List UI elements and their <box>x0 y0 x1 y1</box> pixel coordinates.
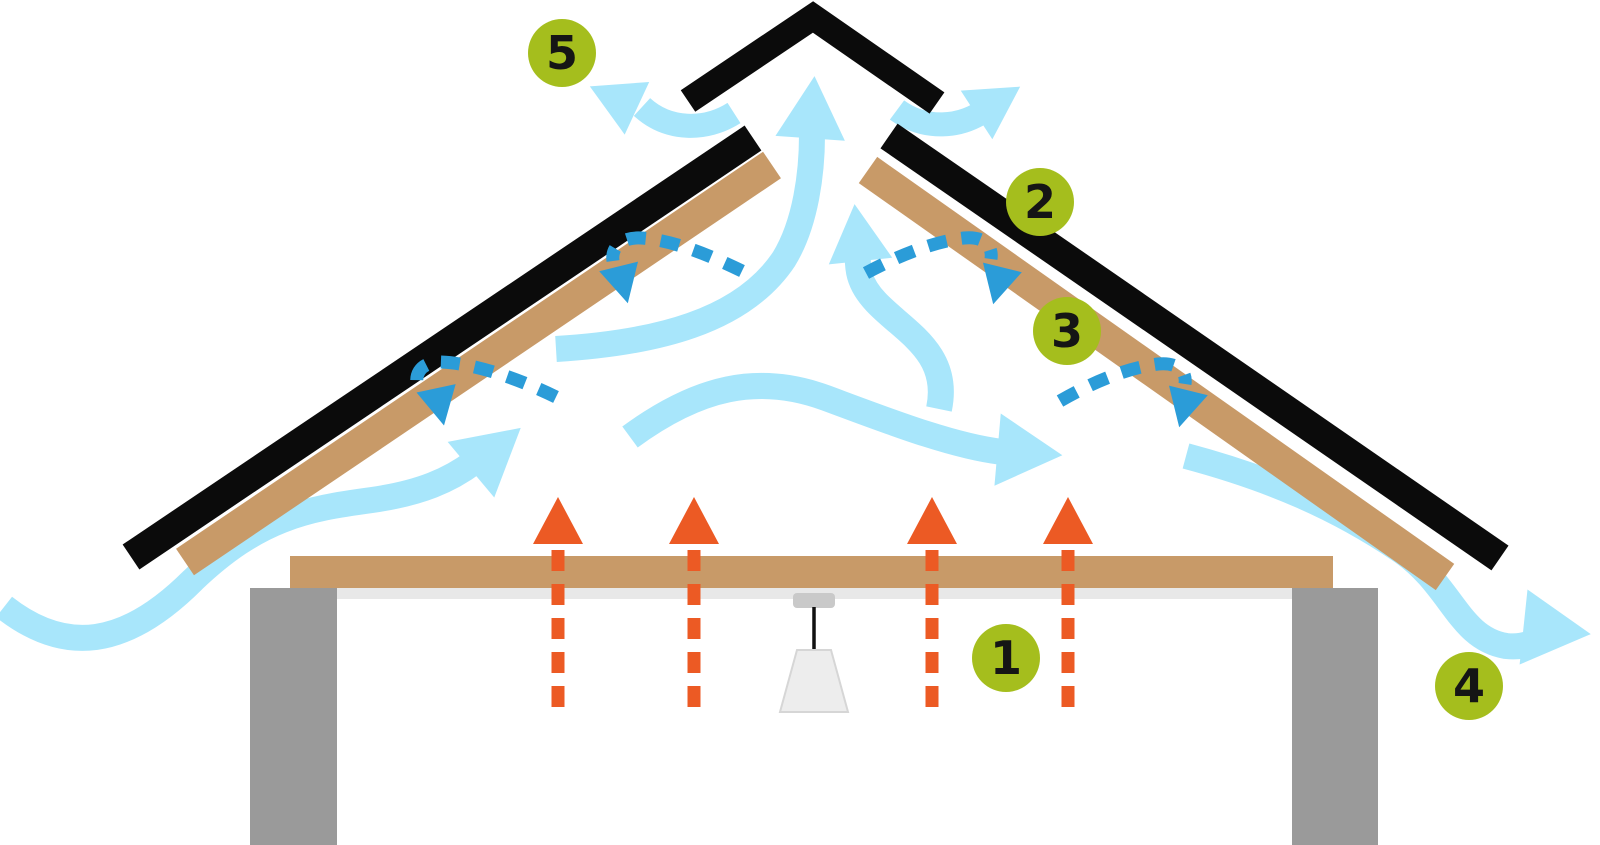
ridge-updraft-arrowhead <box>775 76 845 141</box>
condensation-arrows <box>410 231 1208 428</box>
heat-leak-arrow <box>1043 497 1093 714</box>
badge-3: 3 <box>1033 297 1101 365</box>
condensation-arrow-right-upper <box>862 231 1022 305</box>
ridge-exit-left-arrow <box>633 97 741 138</box>
badge-5: 5 <box>528 19 596 87</box>
attic-updraft-arrow <box>844 249 954 412</box>
badge-4: 4 <box>1435 652 1503 720</box>
condensation-arrow-left-upper <box>599 231 745 304</box>
heat-leak-arrow <box>533 497 583 710</box>
heat-leak-arrow <box>669 497 719 710</box>
heat-leak-arrow <box>907 497 957 714</box>
wall-right <box>1292 588 1378 845</box>
ridge-cap <box>680 1 945 114</box>
badge-1: 1 <box>972 624 1040 692</box>
ridge-exit-right-arrowhead <box>960 86 1021 140</box>
attic-floor-joist <box>290 556 1333 588</box>
lamp-shade <box>778 649 850 713</box>
eave-exit-arrowhead <box>1519 589 1591 665</box>
ridge-updraft-arrow <box>555 134 825 362</box>
attic-crossflow-arrowhead <box>994 413 1063 486</box>
condensation-arrow-left-lower <box>410 355 559 426</box>
ceiling-lamp <box>778 593 850 713</box>
lamp-mount <box>793 593 835 608</box>
attic-updraft-arrowhead <box>828 204 893 265</box>
ridge-exit-left-arrowhead <box>589 82 650 135</box>
attic-crossflow-arrow <box>622 372 1004 465</box>
wall-left <box>250 588 337 845</box>
badge-2: 2 <box>1006 168 1074 236</box>
roof-left-shingles <box>122 125 762 570</box>
condensation-arrow-right-lower <box>1056 357 1208 428</box>
heat-leak-arrows <box>533 497 1093 714</box>
roof-right-shingles <box>880 123 1509 571</box>
roof-right-sheathing <box>858 156 1455 591</box>
soffit-intake-arrowhead <box>447 427 521 498</box>
